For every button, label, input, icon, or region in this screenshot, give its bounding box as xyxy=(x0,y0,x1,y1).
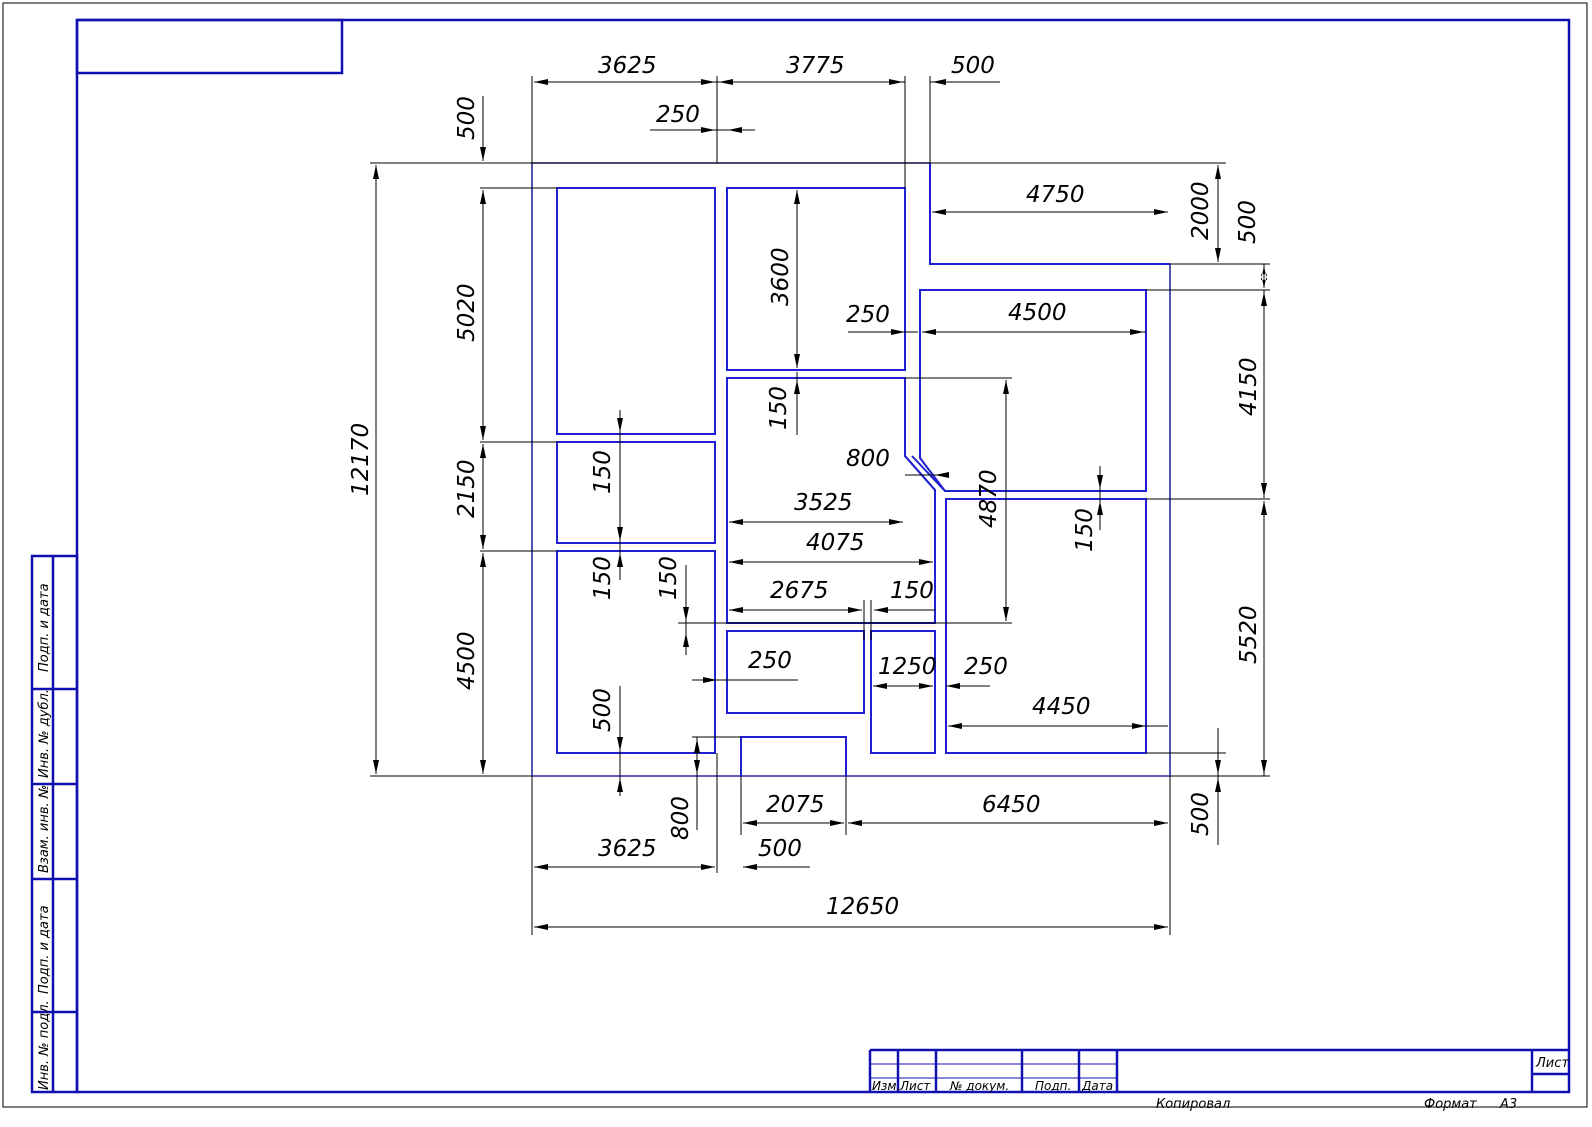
dim-wall-250-a: 250 xyxy=(846,302,890,328)
title-header-document: № докум. xyxy=(949,1079,1009,1093)
side-stamp-cell-1: Подп. и дата xyxy=(37,583,52,672)
dim-bottom-gap-500: 500 xyxy=(758,836,802,862)
dim-total-height: 12170 xyxy=(348,423,374,496)
sheet-border xyxy=(2,2,1588,1108)
diagonal-wall xyxy=(904,455,945,491)
dim-wall-150-e: 150 xyxy=(890,578,934,604)
dim-diagonal-800: 800 xyxy=(846,446,890,472)
dim-hall-width-4075: 4075 xyxy=(806,530,865,556)
room-top-middle xyxy=(726,187,906,371)
room-right-bottom xyxy=(945,498,1147,754)
footer-format-label: Формат xyxy=(1424,1097,1477,1112)
dim-room-e-width: 4500 xyxy=(1008,300,1067,326)
room-left-middle xyxy=(556,441,716,544)
dim-wall-150-c: 150 xyxy=(590,556,616,600)
dim-room-e-height: 4150 xyxy=(1236,357,1262,416)
side-stamp-cell-5: Инв. № подл. xyxy=(37,1000,52,1090)
dim-right-wing-width: 4750 xyxy=(1026,182,1085,208)
dim-top-middle-width: 3775 xyxy=(786,53,845,79)
entry-niche xyxy=(740,736,847,776)
dim-top-offset: 500 xyxy=(454,96,480,140)
room-top-left xyxy=(556,187,716,435)
dim-room-f-height: 5520 xyxy=(1236,605,1262,664)
dim-width-1250: 1250 xyxy=(878,654,937,680)
drawing-frame xyxy=(75,18,1571,1094)
corner-stamp-box xyxy=(75,18,344,75)
dim-wall-150-right: 150 xyxy=(1072,508,1098,552)
dim-entry-depth: 800 xyxy=(668,796,694,840)
dim-wall-150-a: 150 xyxy=(766,386,792,430)
dimension-arrows xyxy=(373,79,1267,930)
side-stamp-cell-3: Взам. инв. № xyxy=(37,785,52,873)
title-header-date: Дата xyxy=(1081,1079,1113,1093)
dim-wall-500-bottom: 500 xyxy=(590,688,616,732)
dim-hall-height-4870: 4870 xyxy=(976,469,1002,528)
dim-top-right-step: 500 xyxy=(951,53,995,79)
dim-room-b-height: 3600 xyxy=(768,247,794,306)
room-left-bottom xyxy=(556,550,716,754)
side-stamp-cell-2: Инв. № дубл. xyxy=(37,689,52,778)
dim-wall-150-d: 150 xyxy=(656,556,682,600)
dim-top-left-width: 3625 xyxy=(598,53,657,79)
dim-bottom-wall-500: 500 xyxy=(1188,792,1214,836)
dim-entry-width: 2075 xyxy=(766,792,825,818)
title-block xyxy=(868,1048,1569,1092)
title-header-list: Лист xyxy=(899,1079,931,1093)
title-sheet-label: Лист xyxy=(1535,1056,1569,1071)
dim-right-wing-wall: 500 xyxy=(1235,200,1261,244)
room-bottom-small-right xyxy=(870,630,936,754)
dim-wall-250-c: 250 xyxy=(964,654,1008,680)
room-bottom-small-left xyxy=(726,630,865,714)
title-header-izm: Изм. xyxy=(872,1079,900,1093)
dim-hall-width-3525: 3525 xyxy=(794,490,853,516)
dim-room-d-height: 2150 xyxy=(454,459,480,518)
side-stamp xyxy=(30,554,79,1094)
footer-format-value: А3 xyxy=(1499,1097,1517,1112)
room-right-top xyxy=(919,289,1147,492)
right-wing-outline xyxy=(929,163,1170,265)
dim-room-f-width: 4450 xyxy=(1032,694,1091,720)
dim-bottom-right-width: 6450 xyxy=(982,792,1041,818)
dim-wall-150-b: 150 xyxy=(590,450,616,494)
side-stamp-cell-4: Подп. и дата xyxy=(37,905,52,994)
dim-bottom-left-height: 4500 xyxy=(454,631,480,690)
title-header-signature: Подп. xyxy=(1035,1079,1071,1093)
dim-top-wall-gap: 250 xyxy=(656,102,700,128)
dim-right-wing-height: 2000 xyxy=(1188,181,1214,240)
dim-width-2675: 2675 xyxy=(770,578,829,604)
footer-copied: Копировал xyxy=(1156,1097,1230,1112)
dim-bottom-left-width: 3625 xyxy=(598,836,657,862)
dim-total-width: 12650 xyxy=(826,894,899,920)
dim-wall-250-b: 250 xyxy=(748,648,792,674)
dim-room-c-height: 5020 xyxy=(454,283,480,342)
